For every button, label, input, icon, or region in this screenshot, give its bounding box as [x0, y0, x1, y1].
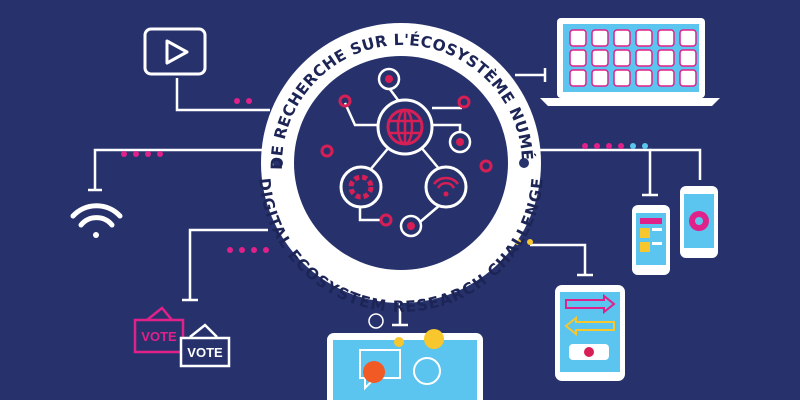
messaging-tablet-icon	[555, 285, 625, 381]
camera-phone-icon	[680, 186, 718, 258]
dot-trails	[121, 98, 648, 253]
connector-lines	[88, 68, 702, 327]
wifi-icon	[70, 203, 123, 238]
laptop-icon	[540, 18, 720, 106]
central-badge: DÉFI DE RECHERCHE SUR L'ÉCOSYSTÈME NUMÉR…	[0, 0, 547, 316]
wifi-signal-icon	[424, 165, 468, 209]
vote-label-front: VOTE	[187, 345, 223, 360]
social-tablet-icon	[327, 313, 483, 400]
loading-ring-icon	[339, 165, 383, 209]
phone-icon	[632, 205, 670, 275]
video-play-icon	[143, 27, 207, 76]
vote-label-back: VOTE	[141, 329, 177, 344]
vote-boxes-icon: VOTE VOTE	[133, 306, 231, 368]
globe-icon	[376, 98, 434, 156]
